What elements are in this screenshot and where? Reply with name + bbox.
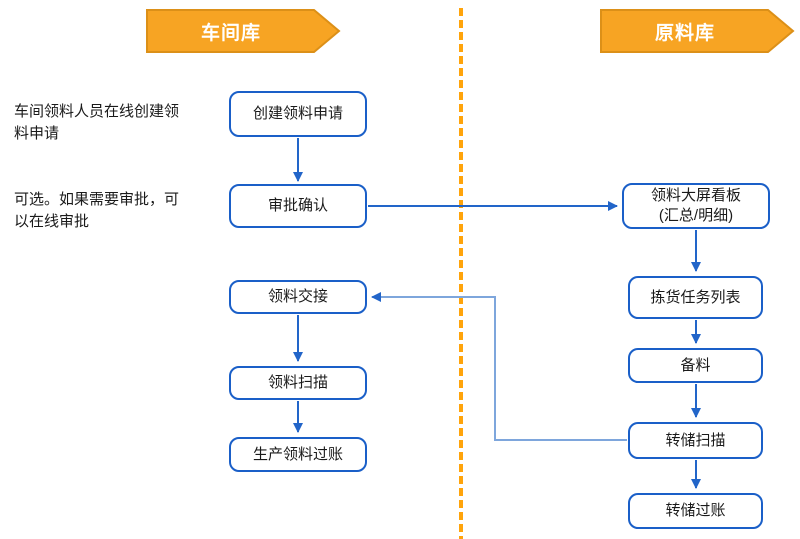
flow-node-approval-confirm: 审批确认 bbox=[229, 184, 367, 228]
flow-node-production-posting: 生产领料过账 bbox=[229, 437, 367, 472]
annotation-optional-approval: 可选。如果需要审批，可 以在线审批 bbox=[14, 191, 180, 230]
lane-banner-workshop: 车间库 bbox=[146, 9, 341, 53]
arrow-transferscan-to-handover bbox=[371, 292, 627, 441]
lane-banner-raw-material-label: 原料库 bbox=[654, 22, 715, 44]
flow-node-transfer-scan: 转储扫描 bbox=[628, 422, 763, 459]
banner-arrow-shape bbox=[146, 9, 341, 53]
lane-banner-raw-material: 原料库 bbox=[600, 9, 795, 53]
flow-node-create-request: 创建领料申请 bbox=[229, 91, 367, 137]
annotation-create-request: 车间领料人员在线创建领 料申请 bbox=[14, 103, 180, 142]
banner-arrow-shape bbox=[600, 9, 795, 53]
lane-banner-workshop-label: 车间库 bbox=[200, 22, 261, 44]
flow-node-transfer-posting: 转储过账 bbox=[628, 493, 763, 529]
flow-node-material-scan: 领料扫描 bbox=[229, 366, 367, 400]
flow-node-material-handover: 领料交接 bbox=[229, 280, 367, 314]
flow-node-picking-task-list: 拣货任务列表 bbox=[628, 276, 763, 319]
flow-node-material-prep: 备料 bbox=[628, 348, 763, 383]
flow-node-dashboard: 领料大屏看板 (汇总/明细) bbox=[622, 183, 770, 229]
